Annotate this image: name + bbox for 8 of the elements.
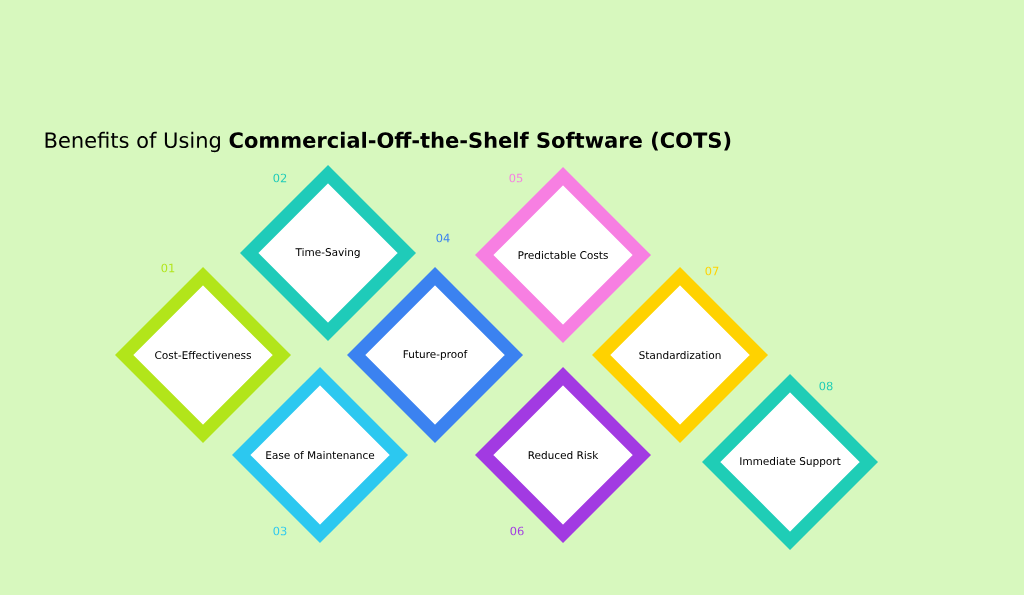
step-number: 04 [436,233,450,243]
step-number: 06 [510,526,524,536]
step-number: 03 [273,526,287,536]
step-number: 05 [509,173,523,183]
step-number: 02 [273,173,287,183]
step-number: 07 [705,266,719,276]
title: Benefits of Using Commercial-Off-the-Shelf Software (COTS) [45,131,731,153]
step-number: 08 [819,381,833,391]
